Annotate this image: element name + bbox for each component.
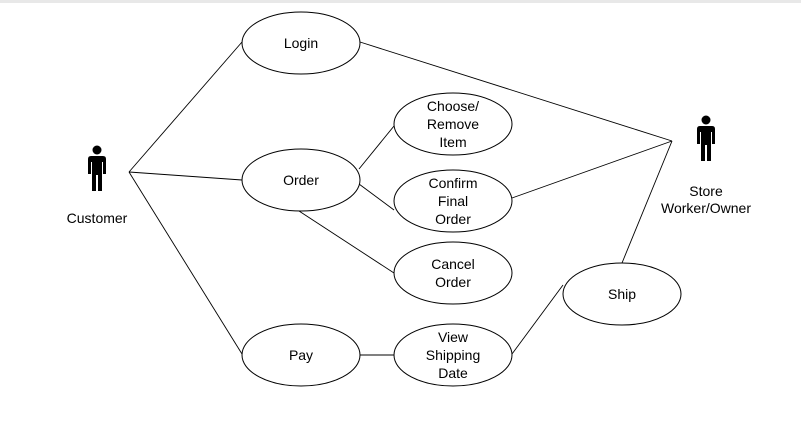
use-case-ellipse [393, 92, 513, 156]
use-case-ellipse [241, 323, 361, 387]
use-case-label: View [438, 329, 469, 345]
use-case-label: Ship [608, 286, 636, 302]
connection-customer-to-order [128, 171, 243, 181]
use-case-ellipse [393, 323, 513, 387]
connections-layer [128, 41, 673, 356]
use-case-label: Order [435, 274, 471, 290]
use-case-label: Pay [289, 347, 313, 363]
use-case-label: Order [283, 172, 319, 188]
person-icon [697, 115, 715, 161]
use-case-label: Choose/ [427, 98, 479, 114]
use-case-label: Final [438, 193, 468, 209]
use-case-label: Item [439, 134, 466, 150]
use-case-label: Confirm [428, 175, 477, 191]
top-border [0, 0, 801, 3]
use-case-login: Login [241, 11, 361, 75]
connection-order-to-choose_remove [358, 125, 395, 170]
use-case-label: Shipping [426, 347, 481, 363]
use-case-ship: Ship [562, 262, 682, 326]
connection-store-to-ship [621, 140, 673, 264]
use-case-label: Cancel [431, 256, 475, 272]
use-case-label: Date [438, 365, 468, 381]
actor-label: Customer [67, 210, 128, 226]
connection-order-to-confirm [358, 183, 395, 211]
connection-customer-to-pay [128, 171, 243, 355]
connection-ship-to-view_shipping [511, 284, 564, 355]
use-case-ellipse [393, 241, 513, 305]
use-case-ellipse [241, 11, 361, 75]
use-case-label: Login [284, 35, 318, 51]
use-case-label: Remove [427, 116, 479, 132]
use-case-label: Order [435, 211, 471, 227]
use-case-ellipse [241, 148, 361, 212]
actor-customer: Customer [67, 145, 128, 226]
actor-label: Worker/Owner [661, 200, 751, 216]
person-icon [88, 145, 106, 191]
use-case-ellipse [562, 262, 682, 326]
connection-login-to-store [359, 41, 673, 142]
connection-confirm-to-store [511, 140, 673, 199]
connection-order-to-cancel [298, 210, 395, 274]
use-case-ellipse [393, 169, 513, 233]
use-case-order: Order [241, 148, 361, 212]
connection-customer-to-login [128, 41, 243, 173]
actor-label: Store [689, 183, 723, 199]
use-case-pay: Pay [241, 323, 361, 387]
